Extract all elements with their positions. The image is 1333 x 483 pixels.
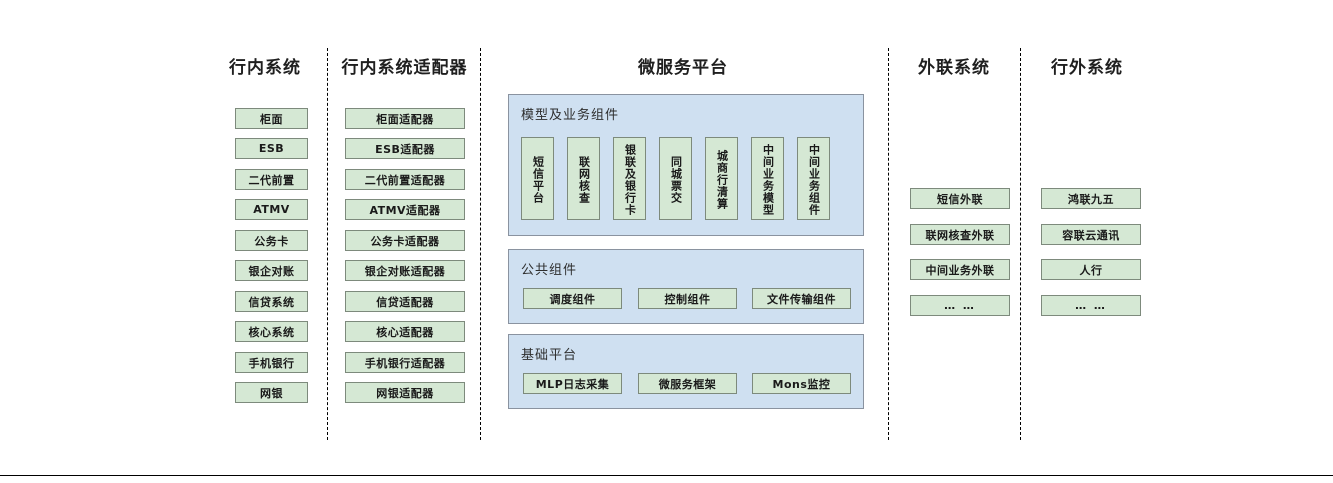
- column-separator-2: [480, 48, 481, 440]
- node-model-6[interactable]: 中间业务组件: [797, 137, 830, 220]
- node-inbank-8[interactable]: 手机银行: [235, 352, 308, 373]
- node-inbank-1[interactable]: ESB: [235, 138, 308, 159]
- node-inbank-9[interactable]: 网银: [235, 382, 308, 403]
- node-model-0[interactable]: 短信平台: [521, 137, 554, 220]
- node-adapter-1[interactable]: ESB适配器: [345, 138, 465, 159]
- column-separator-1: [327, 48, 328, 440]
- node-adapter-5[interactable]: 银企对账适配器: [345, 260, 465, 281]
- panel-title-base-platform: 基础平台: [521, 348, 578, 363]
- node-base-2[interactable]: Mons监控: [752, 373, 851, 394]
- panel-public-components: [508, 249, 864, 324]
- node-adapter-8[interactable]: 手机银行适配器: [345, 352, 465, 373]
- column-separator-3: [888, 48, 889, 440]
- column-header-outbank: 行外系统: [1051, 58, 1123, 78]
- node-model-2[interactable]: 银联及银行卡: [613, 137, 646, 220]
- node-adapter-4[interactable]: 公务卡适配器: [345, 230, 465, 251]
- column-header-adapter: 行内系统适配器: [341, 58, 468, 78]
- node-inbank-3[interactable]: ATMV: [235, 199, 308, 220]
- column-header-inbank: 行内系统: [229, 58, 301, 78]
- node-outbank-2[interactable]: 人行: [1041, 259, 1141, 280]
- node-inbank-6[interactable]: 信贷系统: [235, 291, 308, 312]
- node-external-0[interactable]: 短信外联: [910, 188, 1010, 209]
- node-external-1[interactable]: 联网核查外联: [910, 224, 1010, 245]
- node-inbank-0[interactable]: 柜面: [235, 108, 308, 129]
- column-header-platform: 微服务平台: [638, 58, 728, 78]
- node-inbank-4[interactable]: 公务卡: [235, 230, 308, 251]
- node-adapter-3[interactable]: ATMV适配器: [345, 199, 465, 220]
- node-external-3[interactable]: … …: [910, 295, 1010, 316]
- node-outbank-0[interactable]: 鸿联九五: [1041, 188, 1141, 209]
- node-outbank-1[interactable]: 容联云通讯: [1041, 224, 1141, 245]
- panel-base-platform: [508, 334, 864, 409]
- node-model-5[interactable]: 中间业务模型: [751, 137, 784, 220]
- node-inbank-5[interactable]: 银企对账: [235, 260, 308, 281]
- node-adapter-2[interactable]: 二代前置适配器: [345, 169, 465, 190]
- node-model-4[interactable]: 城商行清算: [705, 137, 738, 220]
- node-adapter-9[interactable]: 网银适配器: [345, 382, 465, 403]
- page-bottom-rule: [0, 475, 1333, 476]
- panel-title-public-components: 公共组件: [521, 263, 578, 278]
- node-base-1[interactable]: 微服务框架: [638, 373, 737, 394]
- node-outbank-3[interactable]: … …: [1041, 295, 1141, 316]
- node-inbank-7[interactable]: 核心系统: [235, 321, 308, 342]
- node-base-0[interactable]: MLP日志采集: [523, 373, 622, 394]
- node-inbank-2[interactable]: 二代前置: [235, 169, 308, 190]
- node-public-0[interactable]: 调度组件: [523, 288, 622, 309]
- node-adapter-7[interactable]: 核心适配器: [345, 321, 465, 342]
- node-model-1[interactable]: 联网核查: [567, 137, 600, 220]
- node-external-2[interactable]: 中间业务外联: [910, 259, 1010, 280]
- node-adapter-6[interactable]: 信贷适配器: [345, 291, 465, 312]
- column-separator-4: [1020, 48, 1021, 440]
- node-model-3[interactable]: 同城票交: [659, 137, 692, 220]
- node-adapter-0[interactable]: 柜面适配器: [345, 108, 465, 129]
- panel-title-model-business: 模型及业务组件: [521, 108, 620, 123]
- column-header-external: 外联系统: [918, 58, 990, 78]
- node-public-1[interactable]: 控制组件: [638, 288, 737, 309]
- node-public-2[interactable]: 文件传输组件: [752, 288, 851, 309]
